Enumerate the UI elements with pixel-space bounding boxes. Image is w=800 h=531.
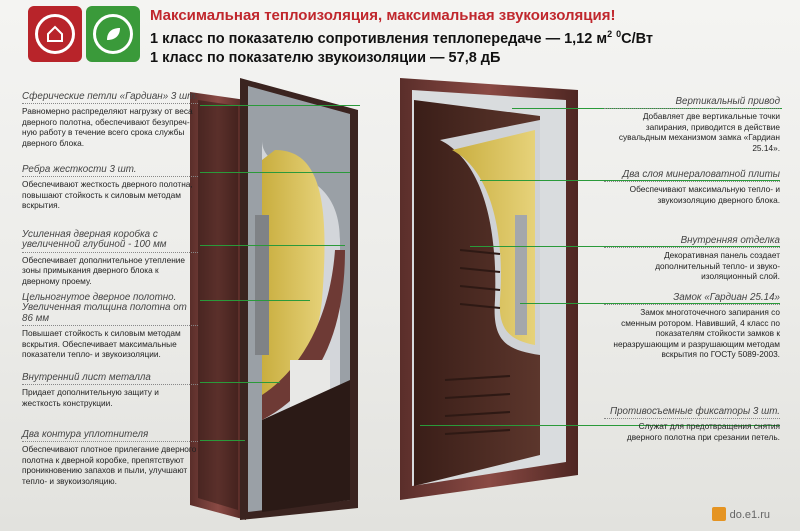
feature-frame: Усиленная дверная коробка с увеличенной … xyxy=(22,229,198,286)
feature-mineral-wool: Два слоя минераловатной плиты Обеспечива… xyxy=(604,169,780,205)
feature-title: Противосъемные фиксаторы 3 шт. xyxy=(604,406,780,420)
feature-door-leaf: Цельногнутое дверное полотно. Увеличенна… xyxy=(22,292,198,360)
feature-title: Вертикальный привод xyxy=(604,96,780,110)
certificate-badge-red xyxy=(28,6,82,62)
header: Максимальная теплоизоляция, максимальная… xyxy=(150,6,710,68)
feature-hinges: Сферические петли «Гардиан» 3 шт. Равном… xyxy=(22,91,198,148)
feature-desc: Добавляет две вертикальные точки запиран… xyxy=(618,111,780,153)
header-title: Максимальная теплоизоляция, максимальная… xyxy=(150,7,616,24)
feature-desc: Служат для предотвращения снятия дверног… xyxy=(626,421,780,442)
header-line1: 1 класс по показателю сопротивления тепл… xyxy=(150,29,654,47)
feature-desc: Повышает стойкость к силовым методам вск… xyxy=(22,328,181,360)
feature-desc: Придает дополнительную защиту и жесткост… xyxy=(22,387,159,408)
feature-title: Внутренний лист металла xyxy=(22,372,198,386)
callout-line xyxy=(200,105,360,106)
feature-vertical-drive: Вертикальный привод Добавляет две вертик… xyxy=(604,96,780,153)
feature-desc: Обеспечивают максимальную тепло- и звуко… xyxy=(629,184,780,205)
feature-desc: Обеспечивают плотное прилегание дверного… xyxy=(22,444,197,486)
callout-line xyxy=(200,382,280,383)
feature-desc: Обеспечивает дополнительное утепление зо… xyxy=(22,254,186,286)
feature-title: Ребра жесткости 3 шт. xyxy=(22,164,198,178)
house-icon xyxy=(47,25,63,42)
logo-icon xyxy=(711,507,726,521)
feature-desc: Декоративная панель создает дополнительн… xyxy=(655,250,780,282)
feature-title: Два слоя минераловатной плиты xyxy=(604,169,780,183)
feature-inner-finish: Внутренняя отделка Декоративная панель с… xyxy=(604,235,780,282)
left-door-leaf xyxy=(240,78,358,520)
feature-desc: Равномерно распределяют нагрузку от веса… xyxy=(22,106,193,148)
feature-title: Усиленная дверная коробка с увеличенной … xyxy=(22,229,198,253)
leaf-icon xyxy=(107,28,120,40)
callout-line xyxy=(480,180,780,181)
feature-anti-removal: Противосъемные фиксаторы 3 шт. Служат дл… xyxy=(604,406,780,442)
left-door-frame xyxy=(190,92,246,520)
callout-line xyxy=(200,300,310,301)
callout-line xyxy=(470,246,780,247)
callout-line xyxy=(520,303,780,304)
feature-seals: Два контура уплотнителя Обеспечивают пло… xyxy=(22,429,198,486)
feature-desc: Замок многоточечного запирания со сменны… xyxy=(613,307,780,360)
feature-title: Два контура уплотнителя xyxy=(22,429,198,443)
feature-inner-sheet: Внутренний лист металла Придает дополнит… xyxy=(22,372,198,408)
callout-line xyxy=(200,245,345,246)
feature-title: Замок «Гардиан 25.14» xyxy=(604,292,780,306)
feature-title: Цельногнутое дверное полотно. Увеличенна… xyxy=(22,292,198,327)
header-line2: 1 класс по показателю звукоизоляции — 57… xyxy=(150,49,501,66)
callout-line xyxy=(200,172,350,173)
watermark: do.e1.ru xyxy=(711,507,770,521)
feature-desc: Обеспечивают жесткость дверного полотна,… xyxy=(22,179,193,211)
feature-title: Сферические петли «Гардиан» 3 шт. xyxy=(22,91,198,105)
callout-line xyxy=(200,440,245,441)
feature-ribs: Ребра жесткости 3 шт. Обеспечивают жестк… xyxy=(22,164,198,211)
feature-lock: Замок «Гардиан 25.14» Замок многоточечно… xyxy=(604,292,780,360)
callout-line xyxy=(420,425,780,426)
right-door-leaf xyxy=(414,100,540,486)
certificate-badge-green xyxy=(86,6,140,62)
feature-title: Внутренняя отделка xyxy=(604,235,780,249)
